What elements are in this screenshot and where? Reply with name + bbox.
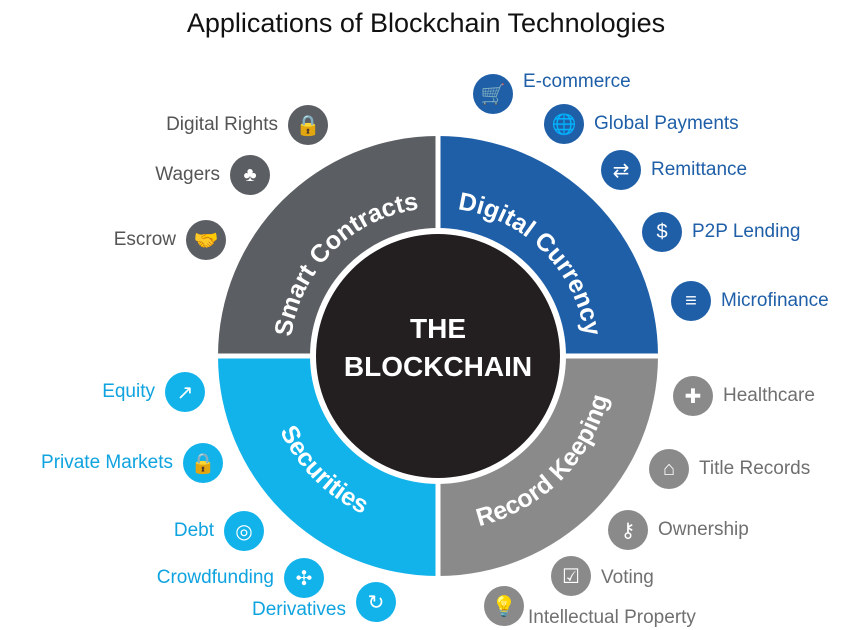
item-label: Voting bbox=[601, 567, 654, 588]
growth-chart-icon: ↗ bbox=[165, 372, 205, 412]
cash-hand-icon: $ bbox=[642, 212, 682, 252]
item-label: Crowdfunding bbox=[156, 567, 274, 588]
intellectual-property-item: 💡 Intellectual Property bbox=[484, 586, 696, 628]
wagers-item: Wagers ♣ bbox=[155, 155, 270, 195]
globe-transfer-icon: ⇄ bbox=[601, 150, 641, 190]
voting-item: ☑ Voting bbox=[551, 556, 654, 596]
globe-bank-icon: 🌐 bbox=[544, 104, 584, 144]
item-label: Remittance bbox=[651, 159, 748, 180]
medical-folder-icon: ✚ bbox=[673, 376, 713, 416]
crowdfunding-item: Crowdfunding ✣ bbox=[157, 558, 324, 598]
converging-arrows-icon: ✣ bbox=[284, 558, 324, 598]
item-label: Global Payments bbox=[594, 113, 739, 134]
item-label: Derivatives bbox=[252, 599, 346, 620]
item-label: Intellectual Property bbox=[528, 607, 696, 628]
remittance-item: ⇄ Remittance bbox=[601, 150, 747, 190]
card-suits-icon: ♣ bbox=[230, 155, 270, 195]
padlock-icon: 🔒 bbox=[183, 443, 223, 483]
item-label: Digital Rights bbox=[166, 114, 278, 135]
item-label: Ownership bbox=[658, 519, 749, 540]
p2p-lending-item: $ P2P Lending bbox=[642, 212, 800, 252]
equity-item: Equity ↗ bbox=[102, 372, 205, 412]
refresh-icon: ↻ bbox=[356, 582, 396, 622]
digital-rights-item: Digital Rights 🔒 bbox=[166, 105, 328, 145]
item-label: Healthcare bbox=[723, 385, 815, 406]
coins-hand-icon: ◎ bbox=[224, 511, 264, 551]
center-title-line1: THE bbox=[410, 313, 466, 344]
lightbulb-icon: 💡 bbox=[484, 586, 524, 626]
page-title: Applications of Blockchain Technologies bbox=[186, 8, 666, 38]
e-commerce-item: 🛒 E-commerce bbox=[473, 71, 631, 114]
item-label: Microfinance bbox=[721, 290, 829, 311]
item-label: Title Records bbox=[699, 458, 811, 479]
derivatives-item: Derivatives ↻ bbox=[252, 582, 396, 622]
key-icon: ⚷ bbox=[608, 510, 648, 550]
lock-icon: 🔒 bbox=[288, 105, 328, 145]
ownership-item: ⚷ Ownership bbox=[608, 510, 749, 550]
item-label: P2P Lending bbox=[692, 221, 801, 242]
handshake-icon: 🤝 bbox=[186, 220, 226, 260]
global-payments-item: 🌐 Global Payments bbox=[544, 104, 739, 144]
title-records-item: ⌂ Title Records bbox=[649, 449, 810, 489]
escrow-item: Escrow 🤝 bbox=[114, 220, 226, 260]
center-title-line2: BLOCKCHAIN bbox=[344, 351, 532, 382]
item-label: Escrow bbox=[113, 229, 176, 250]
house-car-icon: ⌂ bbox=[649, 449, 689, 489]
item-label: E-commerce bbox=[523, 71, 631, 92]
item-label: Private Markets bbox=[41, 452, 173, 473]
center-circle bbox=[316, 234, 560, 478]
shopping-cart-icon: 🛒 bbox=[473, 74, 513, 114]
item-label: Wagers bbox=[155, 164, 220, 185]
debt-item: Debt ◎ bbox=[174, 511, 264, 551]
item-label: Equity bbox=[102, 381, 155, 402]
healthcare-item: ✚ Healthcare bbox=[673, 376, 815, 416]
microfinance-item: ≡ Microfinance bbox=[671, 281, 829, 321]
coin-stack-icon: ≡ bbox=[671, 281, 711, 321]
ballot-box-icon: ☑ bbox=[551, 556, 591, 596]
private-markets-item: Private Markets 🔒 bbox=[41, 443, 223, 483]
item-label: Debt bbox=[173, 520, 214, 541]
